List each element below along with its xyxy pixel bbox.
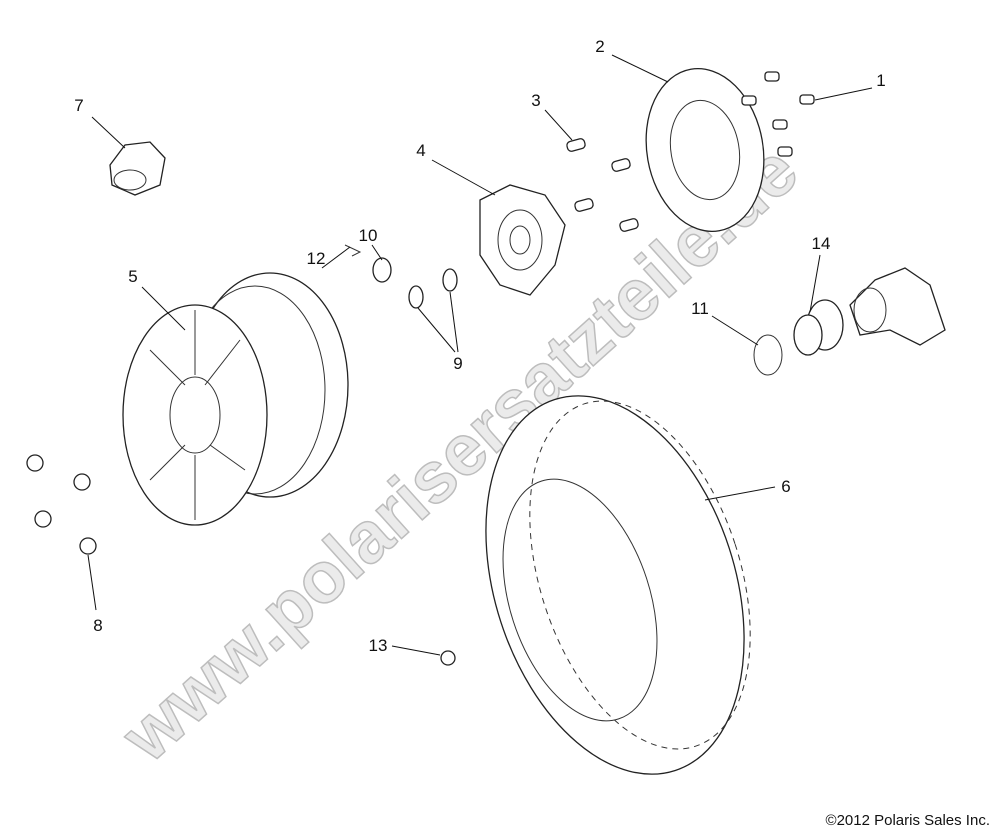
cotter-pin xyxy=(344,244,362,257)
callout-14: 14 xyxy=(812,234,831,253)
wheel-hub xyxy=(479,184,566,296)
callout-13: 13 xyxy=(369,636,388,655)
callout-8: 8 xyxy=(93,616,102,635)
leader-lines xyxy=(87,54,873,656)
wheel-studs xyxy=(566,138,639,232)
callout-10: 10 xyxy=(359,226,378,245)
callout-9: 9 xyxy=(453,354,462,373)
callout-6: 6 xyxy=(781,477,790,496)
axle-nut xyxy=(109,141,166,196)
callout-12: 12 xyxy=(307,249,326,268)
wheel-rim xyxy=(122,272,349,526)
callout-4: 4 xyxy=(416,141,425,160)
callout-3: 3 xyxy=(531,91,540,110)
castle-nut xyxy=(372,257,392,283)
lug-nuts xyxy=(26,454,97,555)
callout-7: 7 xyxy=(74,96,83,115)
callout-11: 11 xyxy=(691,299,709,318)
washers xyxy=(408,268,458,309)
callout-1: 1 xyxy=(876,71,885,90)
snap-ring xyxy=(753,334,783,376)
tire xyxy=(485,395,751,775)
copyright-notice: ©2012 Polaris Sales Inc. xyxy=(825,812,990,829)
disc-bolts xyxy=(741,71,815,157)
callout-5: 5 xyxy=(128,267,137,286)
bearing xyxy=(793,299,844,356)
steering-knuckle xyxy=(849,267,946,346)
valve-stem xyxy=(440,650,456,666)
callout-2: 2 xyxy=(595,37,604,56)
brake-disc xyxy=(645,67,765,233)
